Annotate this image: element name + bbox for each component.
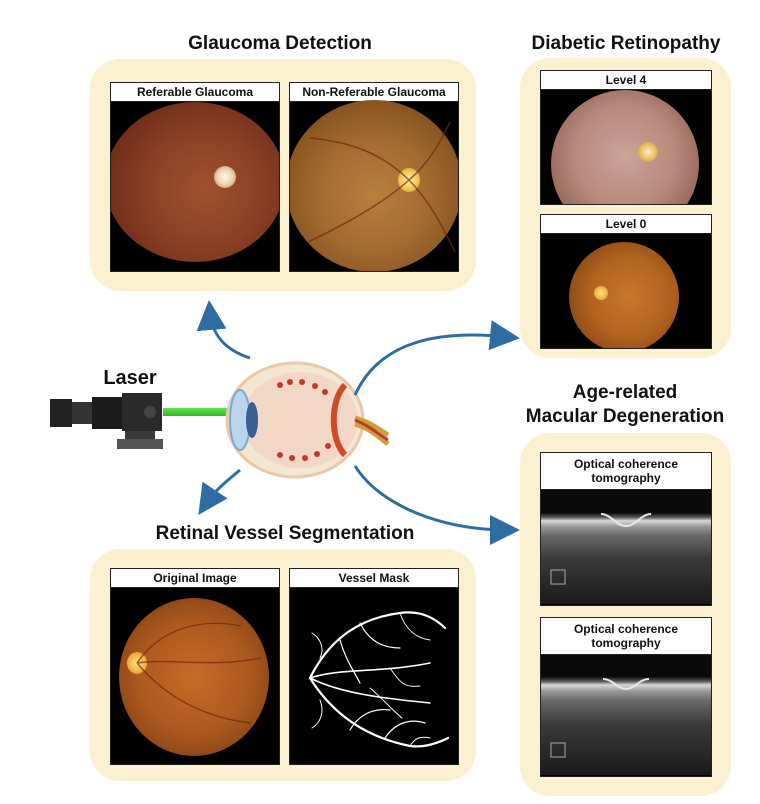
laser-label: Laser xyxy=(103,367,157,389)
laser-device-icon xyxy=(50,393,163,449)
vessel-original-image xyxy=(111,588,279,764)
amd-oct1-label-line1: Optical coherence xyxy=(573,457,679,471)
amd-title-line2: Macular Degeneration xyxy=(525,406,725,427)
vessel-mask-drawing xyxy=(308,611,450,748)
amd-oct2-label: Optical coherence tomography xyxy=(541,618,711,655)
diabetic-level4-label: Level 4 xyxy=(541,71,711,90)
amd-oct2-label-line2: tomography xyxy=(591,636,661,650)
vessel-title: Retinal Vessel Segmentation xyxy=(155,523,415,544)
amd-oct1-label-line2: tomography xyxy=(591,471,661,485)
vessel-original-card: Original Image xyxy=(110,568,280,765)
vessel-mask-label: Vessel Mask xyxy=(290,569,458,588)
diabetic-level0-card: Level 0 xyxy=(540,214,712,349)
diabetic-level0-label: Level 0 xyxy=(541,215,711,234)
amd-oct1-label: Optical coherence tomography xyxy=(541,453,711,490)
vessel-mask-image xyxy=(290,588,458,764)
amd-oct2-label-line1: Optical coherence xyxy=(573,622,679,636)
amd-oct1-image xyxy=(541,490,711,604)
diabetic-level4-card: Level 4 xyxy=(540,70,712,205)
glaucoma-nonreferable-card: Non-Referable Glaucoma xyxy=(289,82,459,272)
vessel-original-label: Original Image xyxy=(111,569,279,588)
amd-oct2-image xyxy=(541,655,711,775)
glaucoma-nonreferable-image xyxy=(290,100,458,271)
glaucoma-vessels xyxy=(307,121,456,253)
diabetic-title: Diabetic Retinopathy xyxy=(531,33,721,54)
vessel-original-vessels xyxy=(136,622,262,724)
diabetic-level0-image xyxy=(541,234,711,348)
glaucoma-referable-label: Referable Glaucoma xyxy=(111,83,279,102)
glaucoma-referable-card: Referable Glaucoma xyxy=(110,82,280,272)
eye-anatomy-icon xyxy=(225,361,390,479)
vessel-mask-card: Vessel Mask xyxy=(289,568,459,765)
amd-oct2-card: Optical coherence tomography xyxy=(540,617,712,777)
glaucoma-title: Glaucoma Detection xyxy=(188,33,372,54)
amd-title-line1: Age-related xyxy=(572,382,678,403)
arrow-to-amd xyxy=(353,465,520,545)
diabetic-level4-image xyxy=(541,90,711,204)
glaucoma-referable-image xyxy=(111,102,279,271)
amd-oct1-card: Optical coherence tomography xyxy=(540,452,712,606)
arrow-to-diabetic xyxy=(353,320,520,396)
arrow-to-glaucoma xyxy=(196,300,251,360)
amd-oct1-foveal-pit xyxy=(550,513,652,585)
arrow-to-vessel xyxy=(198,468,241,515)
amd-oct2-foveal-pit xyxy=(550,678,650,758)
